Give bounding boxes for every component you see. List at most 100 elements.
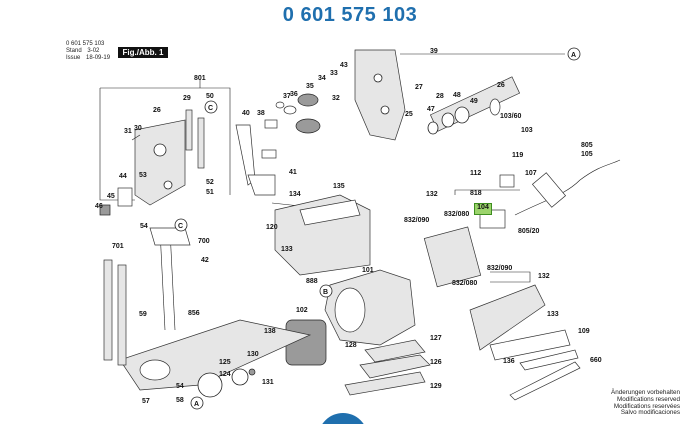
callout-109: 109 <box>578 328 590 335</box>
plate-129 <box>344 371 426 396</box>
part-number-title: 0 601 575 103 <box>282 4 418 26</box>
callout-126: 126 <box>430 359 442 366</box>
callout-832-090-lower: 832/090 <box>487 265 512 272</box>
callout-103: 103 <box>521 127 533 134</box>
callout-132-lower: 132 <box>538 273 550 280</box>
callout-888: 888 <box>306 278 318 285</box>
revision-stand-row: Stand 3-02 <box>66 48 110 55</box>
callout-28: 28 <box>436 93 444 100</box>
stand-value: 3-02 <box>87 48 100 54</box>
callout-801: 801 <box>194 75 206 82</box>
callout-46: 46 <box>95 203 103 210</box>
revision-part-number: 0 601 575 103 <box>66 41 105 47</box>
callout-54: 54 <box>140 223 148 230</box>
callout-133: 133 <box>281 246 293 253</box>
callout-130: 130 <box>247 351 259 358</box>
callout-132: 132 <box>426 191 438 198</box>
callout-52: 52 <box>206 179 214 186</box>
callout-34: 34 <box>318 75 326 82</box>
callout-125: 125 <box>219 359 231 366</box>
callout-25: 25 <box>405 111 413 118</box>
figure-badge: Fig./Abb. 1 <box>118 47 168 58</box>
switch-block <box>423 226 482 288</box>
callout-701: 701 <box>112 243 124 250</box>
stand-label: Stand <box>66 48 82 54</box>
callout-29: 29 <box>183 95 191 102</box>
marker-c-top: C <box>208 105 213 112</box>
callout-57: 57 <box>142 398 150 405</box>
marker-a-bottom: A <box>194 401 199 408</box>
callout-30: 30 <box>134 125 142 132</box>
callout-58: 58 <box>176 397 184 404</box>
callout-102: 102 <box>296 307 308 314</box>
revision-issue-row: Issue 18-09-19 <box>66 55 110 62</box>
shell-133 <box>469 284 546 351</box>
callout-42: 42 <box>201 257 209 264</box>
highlight-label-104: 104 <box>477 204 489 211</box>
callout-120: 120 <box>266 224 278 231</box>
plate-126 <box>359 354 431 379</box>
note-en: Modifications reserved <box>617 395 680 403</box>
marker-c-left: C <box>178 223 183 230</box>
callout-131: 131 <box>262 379 274 386</box>
callout-103-60: 103/60 <box>500 113 522 120</box>
callout-112: 112 <box>470 170 481 177</box>
callout-53: 53 <box>139 172 147 179</box>
callout-832-090: 832/090 <box>404 217 429 224</box>
gear-upper <box>297 93 319 107</box>
callout-105: 105 <box>581 151 593 158</box>
callout-832-080-lower: 832/080 <box>452 280 477 287</box>
callout-37: 37 <box>283 93 291 100</box>
callout-134: 134 <box>289 191 301 198</box>
callout-832-080: 832/080 <box>444 211 469 218</box>
callout-43: 43 <box>340 62 348 69</box>
callout-33: 33 <box>330 70 338 77</box>
marker-b: B <box>323 289 328 296</box>
callout-26: 26 <box>153 107 161 114</box>
revision-block: 0 601 575 103 Stand 3-02 Issue 18-09-19 <box>66 41 110 62</box>
gear-lower <box>295 118 321 134</box>
issue-value: 18-09-19 <box>86 55 111 61</box>
callout-700: 700 <box>198 238 210 245</box>
note-es: Salvo modificaciones <box>620 409 680 417</box>
callout-36: 36 <box>290 91 298 98</box>
callout-135: 135 <box>333 183 345 190</box>
modification-notes: Änderungen vorbehalten Modifications res… <box>611 389 680 417</box>
issue-label: Issue <box>66 55 81 61</box>
callout-856: 856 <box>188 310 200 317</box>
note-de: Änderungen vorbehalten <box>611 389 680 396</box>
callout-49: 49 <box>470 98 478 105</box>
callout-40: 40 <box>242 110 250 117</box>
callout-51: 51 <box>206 189 214 196</box>
callout-127: 127 <box>430 335 442 342</box>
callout-119: 119 <box>512 152 523 159</box>
callout-48: 48 <box>453 92 461 99</box>
callout-32: 32 <box>332 95 340 102</box>
callout-660: 660 <box>590 357 602 364</box>
callout-54-lower: 54 <box>176 383 184 390</box>
callout-107: 107 <box>525 170 537 177</box>
callout-59: 59 <box>139 311 147 318</box>
callout-129: 129 <box>430 383 442 390</box>
callout-41: 41 <box>289 169 297 176</box>
cover-128 <box>364 339 426 363</box>
blue-corner-shape <box>318 413 368 424</box>
callout-44: 44 <box>119 173 127 180</box>
callout-818: 818 <box>470 190 482 197</box>
callout-26-right: 26 <box>497 82 505 89</box>
note-fr: Modifications reservées <box>613 402 680 410</box>
callout-101: 101 <box>362 267 374 274</box>
marker-a-top: A <box>571 52 576 59</box>
callout-136: 136 <box>503 358 515 365</box>
callout-133-right: 133 <box>547 311 559 318</box>
callout-35: 35 <box>306 83 314 90</box>
gear-housing <box>354 49 406 141</box>
callout-45: 45 <box>107 193 115 200</box>
callout-27: 27 <box>415 84 423 91</box>
callout-38: 38 <box>257 110 265 117</box>
callout-805-20: 805/20 <box>518 228 540 235</box>
cover-plate-26 <box>134 119 186 206</box>
blade-660 <box>509 361 581 401</box>
